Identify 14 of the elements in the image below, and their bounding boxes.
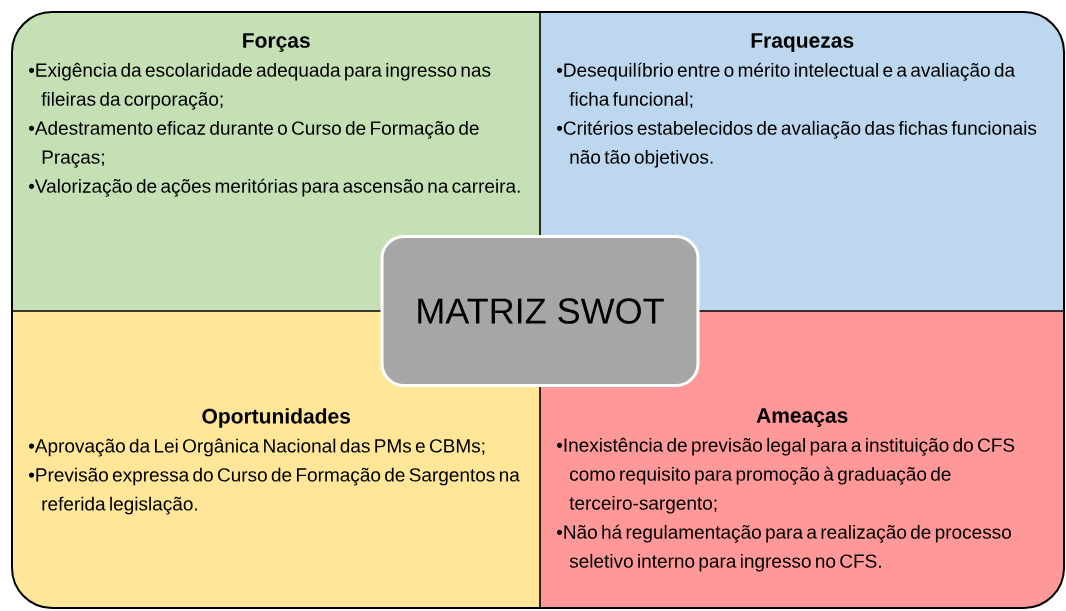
bullet-item: •Aprovação da Lei Orgânica Nacional das PMs e CBMs; [28,438,485,457]
panel-heading: Ameaças [756,408,848,427]
panel-heading: Oportunidades [202,408,351,428]
title-box: MATRIZ SWOT [380,235,700,387]
bullet-item: •Não há regulamentação para a realização de processo seletivo interno para ingresso no CFS. [556,524,1011,572]
bullet-item: •Previsão expressa do Curso de Formação de Sargentos na referida legislação. [28,467,520,515]
bullet-item: •Inexistência de previsão legal para a instituição do CFS como requisito para promoção à graduação de terceiro-sargento; [556,437,1015,514]
bullet-item: •Exigência da escolaridade adequada para ingresso nas fileiras da corporação; [28,62,491,110]
panel-heading: Forças [243,33,310,52]
bullet-item: •Valorização de ações meritórias para ascensão na carreira. [28,178,520,197]
bullet-item: •Critérios estabelecidos de avaliação das fichas funcionais não tão objetivos. [556,120,1037,168]
bullet-item: •Desequilíbrio entre o mérito intelectual e a avaliação da ficha funcional; [556,62,1016,109]
panel-heading: Fraquezas [751,33,854,52]
bullet-item: •Adestramento eficaz durante o Curso de Formação de Praças; [28,120,479,168]
